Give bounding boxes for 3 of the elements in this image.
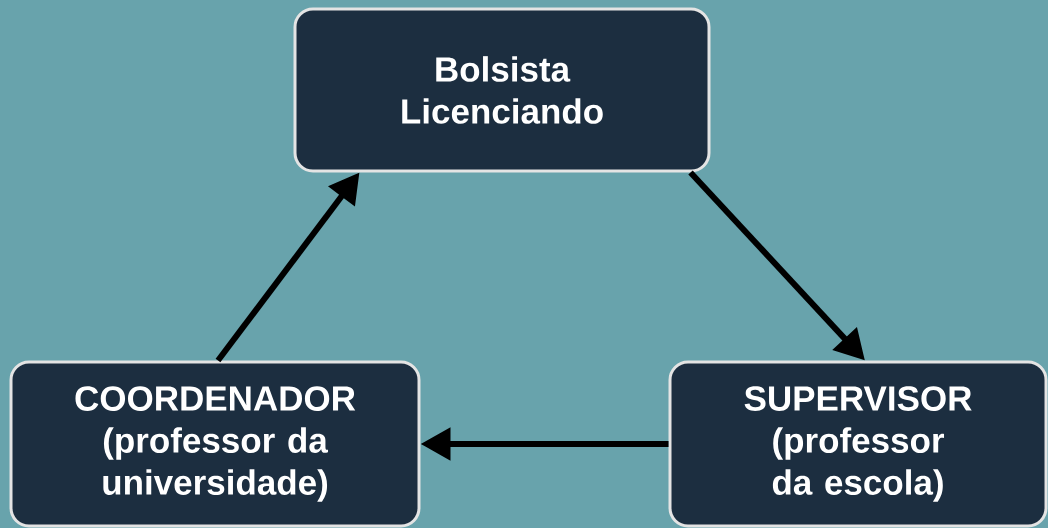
- process-box: COORDENADOR (professor da universidade): [9, 360, 421, 528]
- process-box: SUPERVISOR (professor da escola): [668, 360, 1048, 528]
- process-box: Bolsista Licenciando: [293, 7, 711, 173]
